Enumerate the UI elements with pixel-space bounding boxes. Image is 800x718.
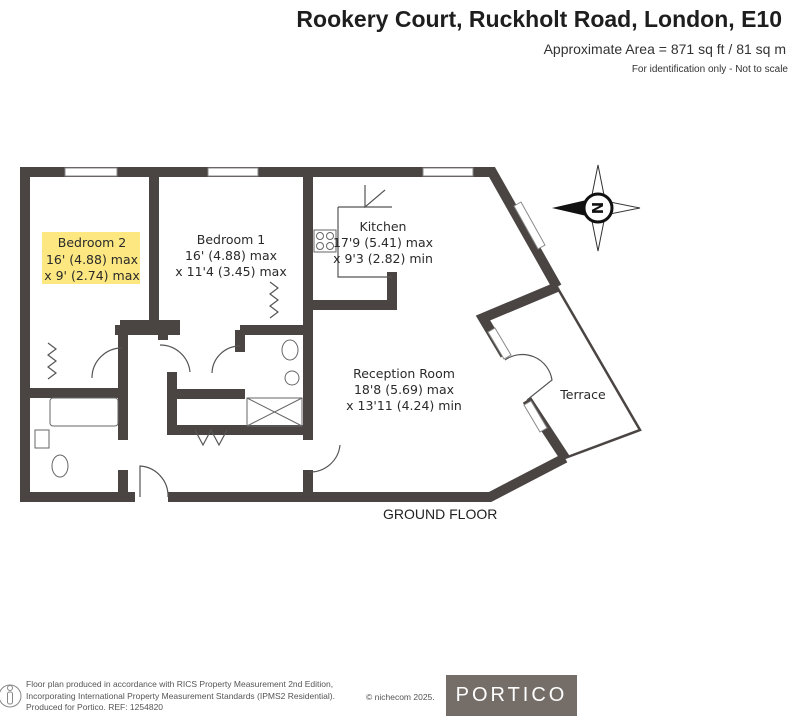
windows (64, 167, 548, 433)
window (523, 400, 548, 433)
window (513, 201, 546, 250)
room-dim-bedroom1: x 11'4 (3.45) max (175, 264, 286, 279)
footer-line: Produced for Portico. REF: 1254820 (26, 702, 164, 712)
compass-label: N (588, 202, 606, 215)
compass-icon: N (552, 164, 641, 252)
doors (47, 185, 553, 498)
portico-logo: PORTICO (446, 675, 577, 716)
room-name-bedroom1: Bedroom 1 (197, 232, 265, 247)
room-name-reception: Reception Room (353, 366, 455, 381)
outer-wall-bottom (168, 453, 568, 502)
window (207, 167, 259, 177)
copyright: © nichecom 2025. (366, 692, 435, 702)
room-name-terrace: Terrace (559, 387, 606, 402)
terrace-outline (555, 286, 642, 460)
door-swing (91, 347, 123, 379)
area-text: Approximate Area = 871 sq ft / 81 sq m (543, 41, 786, 57)
toilet-icon (281, 339, 299, 361)
room-dim-bedroom2: 16' (4.88) max (46, 252, 138, 267)
room-dim-bedroom2: x 9' (2.74) max (44, 268, 140, 283)
wall-terrace-top (475, 282, 559, 358)
walls (20, 167, 570, 502)
basin-icon (284, 370, 300, 386)
room-name-bedroom2: Bedroom 2 (58, 235, 126, 250)
window (422, 167, 474, 177)
wardrobe-icon (269, 281, 279, 319)
floor-label: GROUND FLOOR (383, 506, 498, 522)
shower-icon (246, 397, 303, 427)
room-dim-reception: 18'8 (5.69) max (354, 382, 454, 397)
outer-wall-top (25, 167, 562, 290)
hob-icon (313, 229, 337, 253)
person-icon (0, 684, 22, 708)
footer-line: Incorporating International Property Mea… (26, 690, 335, 701)
room-dim-bedroom1: 16' (4.88) max (185, 248, 277, 263)
bath-icon (49, 397, 119, 427)
footer-text: Floor plan produced in accordance with R… (26, 679, 335, 714)
footer-line: Floor plan produced in accordance with R… (26, 679, 334, 689)
fixtures (34, 229, 337, 478)
outer-wall-left (20, 167, 135, 502)
room-dim-reception: x 13'11 (4.24) min (346, 398, 462, 413)
wardrobe-icon (47, 342, 57, 380)
room-dim-kitchen: 17'9 (5.41) max (333, 235, 433, 250)
sink-icon (34, 429, 50, 449)
wall-kitchen-bottom (308, 272, 397, 310)
room-name-kitchen: Kitchen (360, 219, 407, 234)
highlight (42, 232, 140, 284)
room-dim-kitchen: x 9'3 (2.82) min (333, 251, 433, 266)
disclaimer-note: For identification only - Not to scale (631, 64, 788, 75)
window (487, 327, 512, 360)
toilet-icon (51, 454, 69, 478)
window (64, 167, 118, 177)
property-title: Rookery Court, Ruckholt Road, London, E1… (296, 6, 782, 32)
